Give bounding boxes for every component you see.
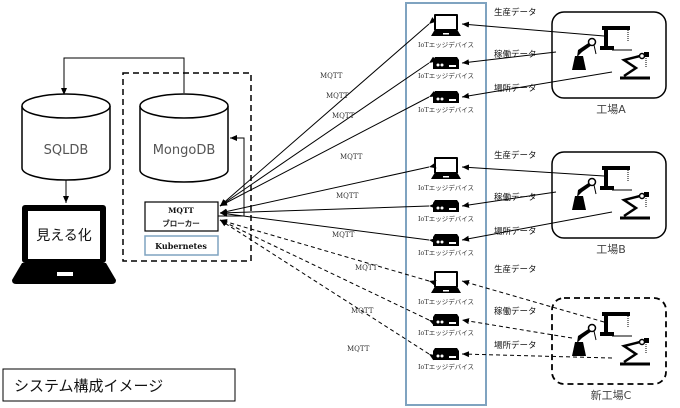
robot-arm-icon — [572, 323, 597, 356]
sqldb-label: SQLDB — [44, 143, 89, 158]
device-label: IoTエッジデバイス — [418, 183, 474, 192]
crane-machine-icon — [600, 312, 632, 337]
data-type-label: 場所データ — [494, 83, 537, 94]
mqtt-label: MQTT — [332, 112, 355, 120]
device-label: IoTエッジデバイス — [418, 214, 474, 223]
mqtt-connection — [219, 56, 437, 207]
mqtt-label: MQTT — [340, 153, 363, 161]
factory-label: 工場B — [596, 243, 626, 256]
device-label: IoTエッジデバイス — [418, 248, 474, 257]
device-label: IoTエッジデバイス — [418, 362, 474, 371]
factory-label: 新工場C — [591, 388, 632, 402]
edge-gateway-device-icon — [433, 91, 459, 103]
data-type-label: 稼働データ — [494, 306, 537, 317]
edge-gateway-device-icon — [433, 200, 459, 212]
data-flow-line — [461, 280, 605, 323]
edge-gateway-device-icon — [433, 234, 459, 246]
data-flow-line — [461, 51, 557, 66]
factory-label: 工場A — [596, 103, 626, 116]
visualization-laptop: 見える化 — [12, 205, 116, 284]
data-type-label: 生産データ — [494, 150, 537, 161]
data-type-label: 稼働データ — [494, 49, 537, 60]
device-label: IoTエッジデバイス — [418, 40, 474, 49]
kubernetes-box: Kubernetes — [144, 235, 219, 256]
mongo-to-sql-connector — [61, 57, 185, 95]
assembly-robot-icon — [620, 192, 650, 220]
laptop-device-icon — [431, 271, 461, 293]
device-label: IoTエッジデバイス — [418, 297, 474, 306]
visualization-label: 見える化 — [36, 228, 92, 244]
mqtt-connection — [219, 219, 437, 361]
crane-machine-icon — [600, 166, 632, 191]
laptop-device-icon — [431, 14, 461, 36]
data-flow-line — [461, 71, 613, 99]
mqtt-label: MQTT — [326, 92, 349, 100]
mqtt-label: MQTT — [355, 264, 378, 272]
mqtt-label: MQTT — [332, 231, 355, 239]
laptop-device-icon — [431, 157, 461, 179]
robot-arm-icon — [572, 177, 597, 210]
data-type-label: 生産データ — [494, 7, 537, 18]
data-type-label: 場所データ — [494, 340, 537, 351]
mqtt-label: MQTT — [336, 192, 359, 200]
edge-gateway-device-icon — [433, 314, 459, 326]
broker-label-line1: MQTT — [168, 206, 194, 215]
crane-machine-icon — [600, 26, 632, 51]
data-flow-line — [461, 211, 613, 242]
factory-group-2: 新工場C — [551, 297, 667, 402]
assembly-robot-icon — [620, 338, 650, 366]
data-flow-line — [461, 318, 573, 339]
broker-label-line2: ブローカー — [162, 218, 200, 228]
mongodb-cylinder: MongoDB — [139, 93, 229, 183]
device-label: IoTエッジデバイス — [418, 105, 474, 114]
mqtt-label: MQTT — [320, 72, 343, 80]
mongodb-label: MongoDB — [153, 143, 216, 158]
sqldb-cylinder: SQLDB — [21, 93, 111, 181]
title-box: システム構成イメージ — [2, 368, 236, 402]
edge-gateway-device-icon — [433, 348, 459, 360]
data-flow-line — [461, 21, 605, 37]
factory-group-1: 工場B — [551, 151, 667, 256]
diagram-title: システム構成イメージ — [14, 377, 163, 395]
device-label: IoTエッジデバイス — [418, 328, 474, 337]
device-label: IoTエッジデバイス — [418, 71, 474, 80]
factory-group-0: 工場A — [551, 11, 667, 116]
edge-gateway-device-icon — [433, 57, 459, 69]
mqtt-label: MQTT — [347, 345, 370, 353]
data-type-label: 稼働データ — [494, 192, 537, 203]
data-type-label: 生産データ — [494, 264, 537, 275]
robot-arm-icon — [572, 37, 597, 70]
data-flow-line — [461, 164, 605, 177]
kubernetes-label: Kubernetes — [155, 241, 207, 251]
data-type-label: 場所データ — [494, 226, 537, 237]
mqtt-broker: MQTT ブローカー — [144, 201, 219, 232]
data-flow-line — [461, 191, 557, 208]
mqtt-connection — [219, 219, 437, 326]
assembly-robot-icon — [620, 52, 650, 80]
